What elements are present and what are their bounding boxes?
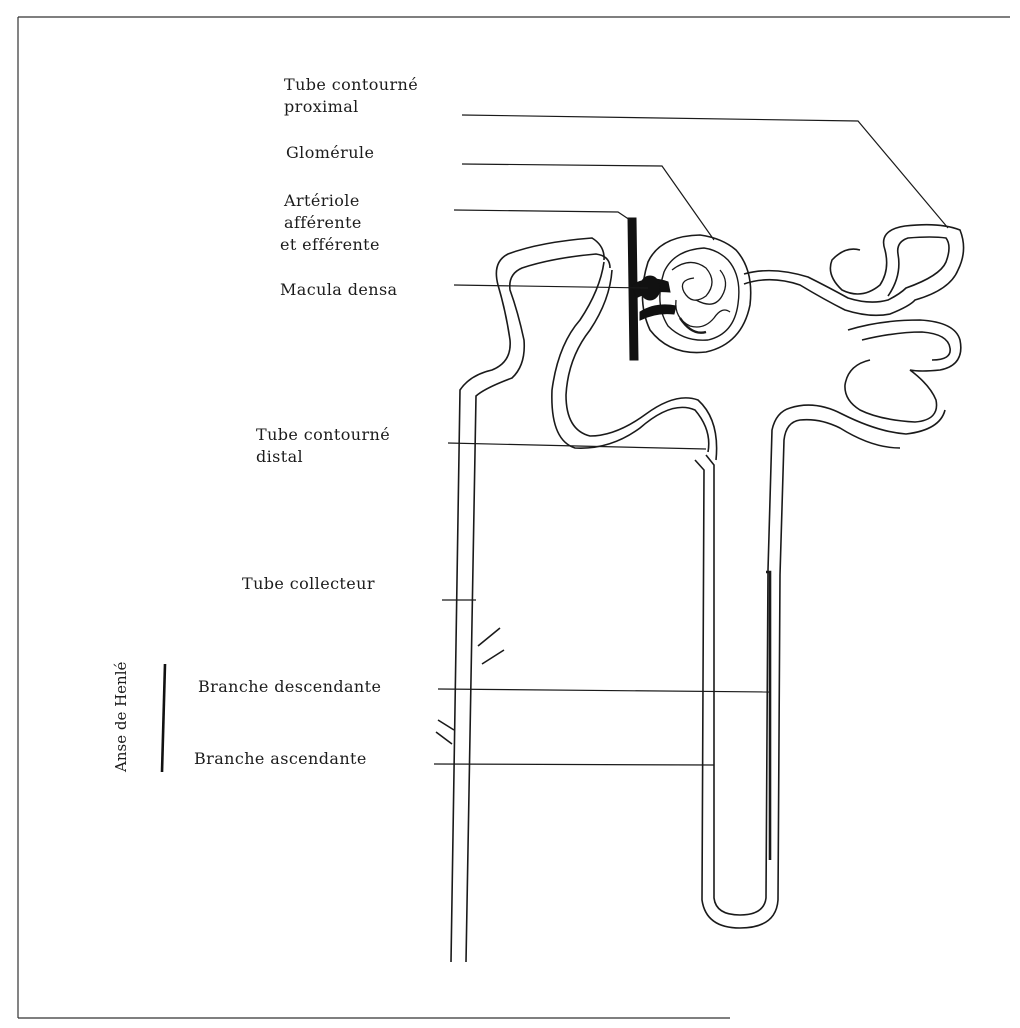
arterioles bbox=[628, 218, 676, 360]
label-tube-distal-1: Tube contourné bbox=[256, 424, 390, 446]
leader-glomerule bbox=[462, 164, 714, 240]
label-glomerule: Glomérule bbox=[286, 142, 374, 164]
label-branche-ascendante: Branche ascendante bbox=[194, 748, 367, 770]
label-tube-collecteur: Tube collecteur bbox=[242, 573, 375, 595]
proximal-tubule bbox=[744, 225, 964, 422]
label-tube-proximal-1: Tube contourné bbox=[284, 74, 418, 96]
label-arteriole-3: et efférente bbox=[280, 234, 380, 256]
leader-lines bbox=[434, 115, 948, 765]
leader-arteriole bbox=[454, 210, 630, 220]
label-branche-descendante: Branche descendante bbox=[198, 676, 381, 698]
label-anse-de-henle: Anse de Henlé bbox=[112, 662, 130, 772]
leader-macula bbox=[454, 285, 648, 288]
henle-bracket bbox=[162, 664, 165, 772]
label-arteriole-1: Artériole bbox=[284, 190, 360, 212]
leader-descendante bbox=[438, 689, 770, 692]
label-macula-densa: Macula densa bbox=[280, 279, 398, 301]
loop-of-henle bbox=[695, 405, 945, 928]
label-arteriole-2: afférente bbox=[284, 212, 362, 234]
leader-ascendante bbox=[434, 764, 714, 765]
label-tube-proximal-2: proximal bbox=[284, 96, 359, 118]
label-tube-distal-2: distal bbox=[256, 446, 303, 468]
